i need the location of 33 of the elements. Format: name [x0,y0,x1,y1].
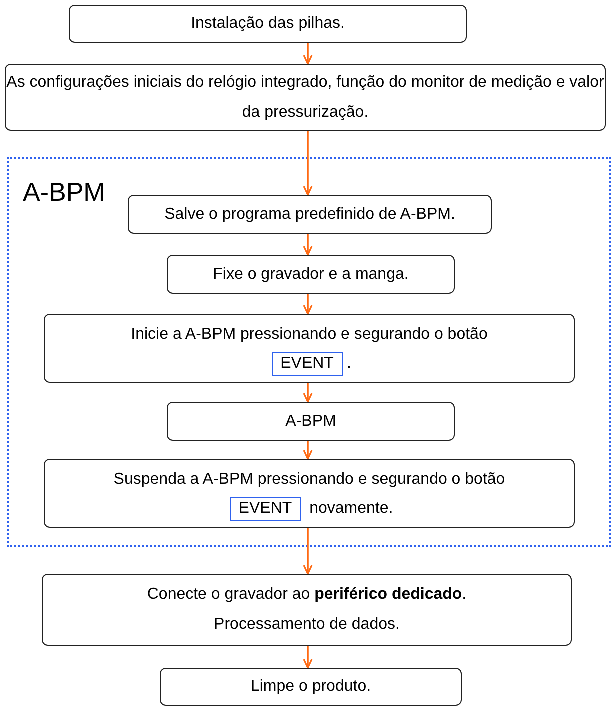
group-title: A-BPM [23,177,106,207]
process-box [128,195,492,234]
arrow [303,383,313,403]
step-text: A-BPM [286,412,336,432]
step-text: Suspenda a A-BPM pressionando e segurando o botão [114,470,506,488]
process-box [5,64,606,131]
arrow [303,441,313,460]
step-text: Processamento de dados. [213,615,401,635]
arrow [303,43,313,65]
arrow [303,234,313,256]
arrow [303,131,313,196]
group-frame [7,157,611,547]
step-text: Instalação das pilhas. [191,14,345,34]
process-box [167,402,455,441]
step-text: Salve o programa predefinido de A-BPM. [164,204,456,224]
step-text: Fixe o gravador e a manga. [213,264,409,284]
process-box [69,5,467,43]
step-text: As configurações iniciais do relógio integrado, função do monitor de medição e valor da pressurização. [6,72,605,122]
process-box [167,255,455,294]
step-text: Conecte o gravador ao periférico dedicado. [147,585,467,605]
process-box [44,459,575,528]
step-text: . [346,354,352,372]
step-text: novamente. [308,500,394,516]
key-label: EVENT [272,352,343,376]
step-text: Inicie a A-BPM pressionando e segurando o botão [131,326,488,342]
process-box [160,668,462,706]
process-box [44,314,575,383]
arrow [303,294,313,315]
key-label: EVENT [230,496,302,520]
step-text: Limpe o produto. [250,677,372,697]
arrow [303,646,313,669]
arrow [303,528,313,575]
process-box [42,574,572,646]
